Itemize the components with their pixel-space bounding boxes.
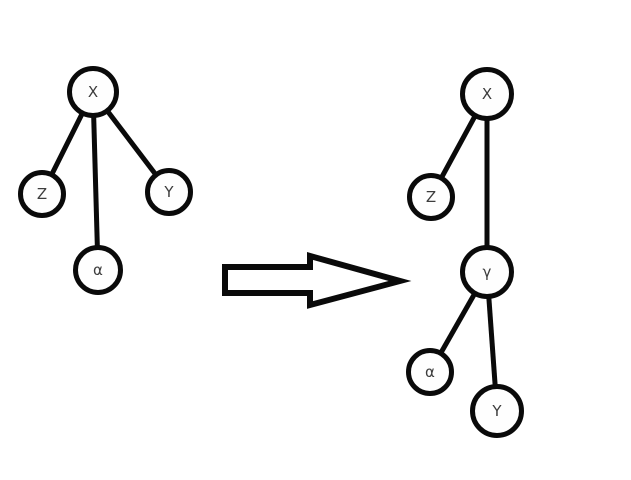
node-label-right-Y: Y: [492, 401, 502, 420]
node-label-left-alpha: α: [93, 260, 103, 279]
transform-arrow-icon: [222, 252, 412, 309]
edge-left-X-alpha: [90, 91, 101, 271]
node-label-right-Z: Z: [425, 187, 437, 206]
node-right-X: X: [460, 67, 514, 121]
node-left-Y: Y: [145, 168, 193, 216]
node-right-Z: Z: [407, 173, 455, 221]
node-left-alpha: α: [73, 245, 123, 295]
node-left-Z: Z: [18, 170, 66, 218]
node-label-left-Z: Z: [36, 184, 48, 203]
node-right-alpha: α: [406, 348, 454, 396]
node-label-left-X: X: [87, 82, 99, 101]
node-label-right-X: X: [481, 84, 493, 103]
node-label-right-gamma: γ: [482, 262, 492, 281]
node-left-X: X: [67, 66, 119, 118]
node-right-Y: Y: [470, 384, 524, 438]
node-label-right-alpha: α: [425, 362, 435, 381]
node-label-left-Y: Y: [164, 182, 174, 201]
node-right-gamma: γ: [460, 245, 514, 299]
